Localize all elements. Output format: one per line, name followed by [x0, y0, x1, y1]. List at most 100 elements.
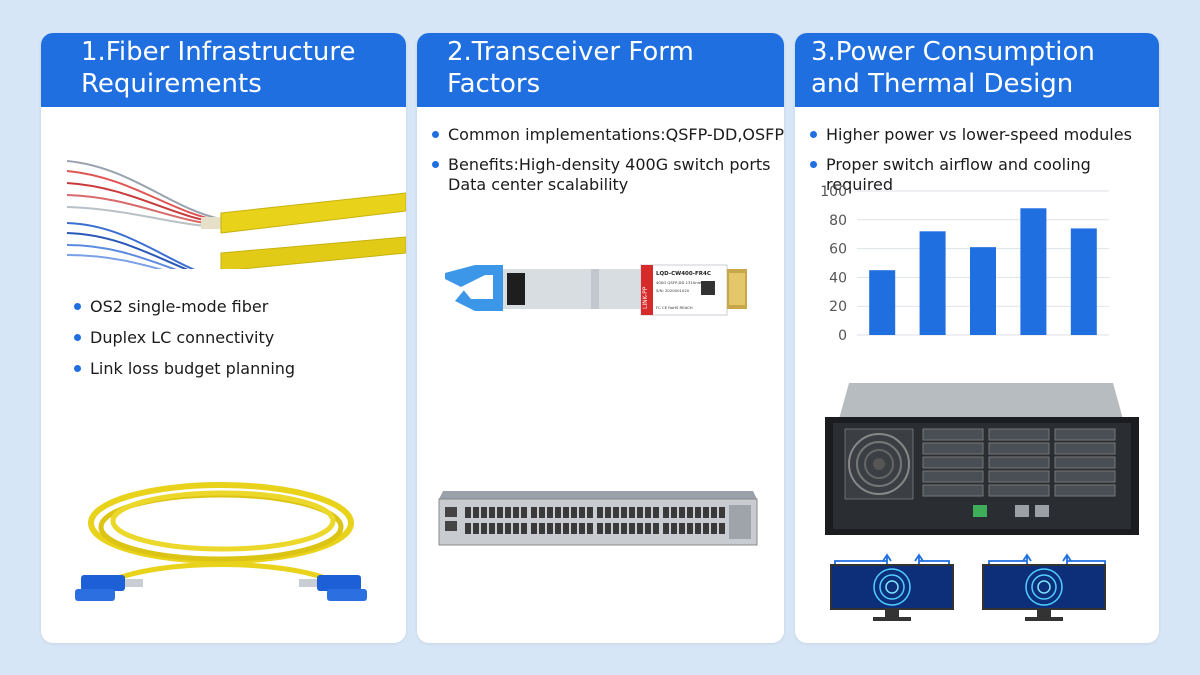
server-icon: [825, 383, 1139, 535]
switch-port-icon: [645, 523, 651, 534]
form-factor-list: Common implementations:QSFP-DD,OSFP Bene…: [432, 125, 784, 205]
switch-port-icon: [497, 507, 503, 518]
switch-port-icon: [687, 507, 693, 518]
switch-port-icon: [473, 507, 479, 518]
list-item: Common implementations:QSFP-DD,OSFP: [432, 125, 784, 145]
drive-bay-icon: [988, 456, 1050, 469]
switch-icon: [438, 491, 758, 546]
panel-title: 2.Transceiver Form Factors: [447, 37, 694, 99]
switch-port-icon: [663, 523, 669, 534]
y-tick-label: 20: [829, 299, 847, 315]
list-item: OS2 single-mode fiber: [74, 297, 295, 317]
fiber-infrastructure-panel: 1.Fiber Infrastructure Requirements OS2 …: [41, 33, 406, 643]
switch-port-icon: [465, 507, 471, 518]
bullet-icon: [432, 161, 439, 168]
switch-port-icon: [645, 507, 651, 518]
y-tick-label: 0: [838, 328, 847, 344]
switch-port-icon: [711, 507, 717, 518]
switch-port-icon: [539, 507, 545, 518]
switch-port-icon: [719, 507, 725, 518]
module-sn: S/N: 2020001020: [656, 288, 690, 293]
drive-bay-icon: [988, 484, 1050, 497]
chart-bars: [869, 208, 1097, 335]
patch-cord-icon: [75, 482, 367, 601]
fiber-requirements-list: OS2 single-mode fiber Duplex LC connecti…: [74, 297, 295, 390]
network-port-icon: [1015, 505, 1029, 517]
power-bar-chart: 0 20 40 60 80 100: [820, 184, 1109, 344]
y-tick-label: 60: [829, 242, 847, 258]
bar-1: [869, 270, 896, 335]
switch-port-icon: [679, 507, 685, 518]
switch-port-icon: [571, 523, 577, 534]
switch-port-icon: [555, 507, 561, 518]
bar-3: [970, 247, 996, 335]
bullet-icon: [810, 161, 817, 168]
switch-port-icon: [505, 523, 511, 534]
transceiver-form-factors-panel: 2.Transceiver Form Factors Common implem…: [417, 33, 784, 643]
switch-port-icon: [579, 507, 585, 518]
switch-port-icon: [703, 507, 709, 518]
switch-port-icon: [679, 523, 685, 534]
bullet-icon: [74, 303, 81, 310]
switch-port-icon: [521, 507, 527, 518]
switch-port-icon: [587, 523, 593, 534]
panel-title: 3.Power Consumption and Thermal Design: [811, 37, 1095, 99]
switch-port-icon: [505, 507, 511, 518]
switch-port-icon: [671, 523, 677, 534]
y-tick-label: 100: [820, 184, 847, 200]
monitor-icon: [982, 564, 1106, 621]
monitors-group: [830, 564, 1106, 621]
panel-header: 2.Transceiver Form Factors: [417, 33, 784, 107]
drive-bay-icon: [922, 442, 984, 455]
panel-header: 1.Fiber Infrastructure Requirements: [41, 33, 406, 107]
switch-port-icon: [497, 523, 503, 534]
drive-bay-icon: [922, 428, 984, 441]
switch-port-icon: [703, 523, 709, 534]
switch-port-icon: [521, 523, 527, 534]
switch-port-icon: [473, 523, 479, 534]
list-item: Proper switch airflow and cooling requir…: [810, 155, 1159, 195]
panel-header: 3.Power Consumption and Thermal Design: [795, 33, 1159, 107]
switch-port-icon: [481, 523, 487, 534]
switch-port-icon: [637, 523, 643, 534]
network-port-icon: [1035, 505, 1049, 517]
switch-port-icon: [653, 507, 659, 518]
switch-port-icon: [695, 507, 701, 518]
switch-port-icon: [637, 507, 643, 518]
module-marks: FC CE RoHS REACH: [656, 305, 693, 310]
switch-port-icon: [653, 523, 659, 534]
switch-port-icon: [663, 507, 669, 518]
list-item: Benefits:High-density 400G switch ports …: [432, 155, 784, 195]
bullet-icon: [74, 365, 81, 372]
drive-bay-icon: [988, 470, 1050, 483]
list-item: Higher power vs lower-speed modules: [810, 125, 1159, 145]
switch-port-icon: [465, 523, 471, 534]
switch-port-icon: [587, 507, 593, 518]
y-tick-label: 40: [829, 270, 847, 286]
switch-port-icon: [555, 523, 561, 534]
switch-port-icon: [539, 523, 545, 534]
module-brand: LINK-PP: [642, 286, 649, 309]
drive-bay-icon: [988, 428, 1050, 441]
y-tick-label: 80: [829, 213, 847, 229]
switch-port-icon: [547, 523, 553, 534]
switch-port-icon: [613, 523, 619, 534]
panel-title: 1.Fiber Infrastructure Requirements: [81, 37, 356, 99]
qr-code-icon: [701, 281, 715, 295]
switch-port-icon: [613, 507, 619, 518]
drive-bay-icon: [1054, 484, 1116, 497]
switch-port-icon: [621, 507, 627, 518]
switch-port-icon: [719, 523, 725, 534]
switch-port-icon: [571, 507, 577, 518]
bar-4: [1020, 208, 1047, 335]
switch-port-icon: [629, 507, 635, 518]
module-desc: 400G QSFP-DD 1310nm 2km: [656, 280, 711, 285]
drive-bay-icon: [1054, 456, 1116, 469]
switch-port-icon: [621, 523, 627, 534]
bullet-icon: [810, 131, 817, 138]
drive-bay-icon: [922, 470, 984, 483]
bar-2: [919, 231, 946, 335]
list-item: Duplex LC connectivity: [74, 328, 295, 348]
switch-port-icon: [547, 507, 553, 518]
switch-port-icon: [629, 523, 635, 534]
